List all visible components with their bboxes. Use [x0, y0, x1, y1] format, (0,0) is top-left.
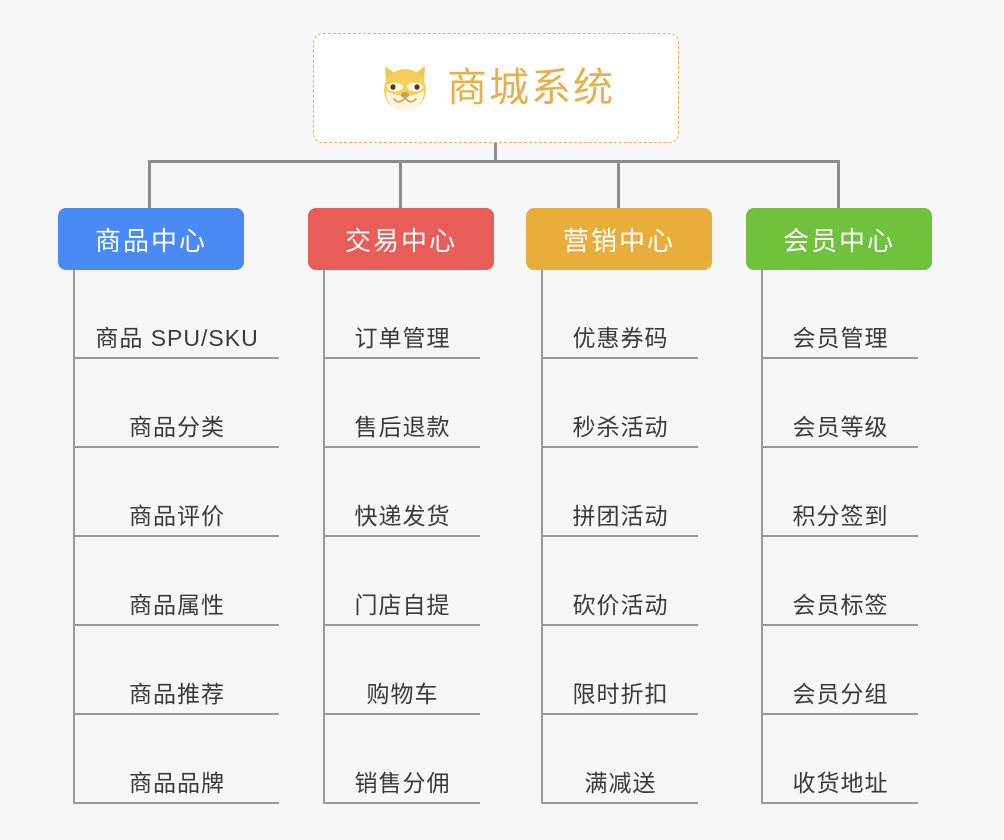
- branch-marketing-center: 营销中心 优惠券码 秒杀活动 拼团活动 砍价活动 限时折扣 满减送: [526, 208, 712, 804]
- list-item[interactable]: 购物车: [325, 626, 480, 715]
- branch-header-member-center[interactable]: 会员中心: [746, 208, 932, 270]
- list-item[interactable]: 会员等级: [763, 359, 918, 448]
- list-item-label: 销售分佣: [354, 769, 451, 796]
- branch-trade-center: 交易中心 订单管理 售后退款 快递发货 门店自提 购物车 销售分佣: [308, 208, 494, 804]
- list-item-label: 商品 SPU/SKU: [95, 324, 259, 351]
- list-item[interactable]: 满减送: [543, 715, 698, 804]
- list-item[interactable]: 快递发货: [325, 448, 480, 537]
- list-item[interactable]: 商品推荐: [75, 626, 279, 715]
- root-node-label: 商城系统: [447, 66, 615, 110]
- branch-member-center: 会员中心 会员管理 会员等级 积分签到 会员标签 会员分组 收货地址: [746, 208, 932, 804]
- branch-items-member-center: 会员管理 会员等级 积分签到 会员标签 会员分组 收货地址: [761, 270, 918, 804]
- connector-horizontal-bus: [148, 160, 840, 163]
- list-item[interactable]: 商品评价: [75, 448, 279, 537]
- list-item-label: 秒杀活动: [572, 413, 669, 440]
- list-item[interactable]: 拼团活动: [543, 448, 698, 537]
- list-item-label: 购物车: [366, 680, 439, 707]
- list-item-label: 会员标签: [792, 591, 889, 618]
- list-item[interactable]: 订单管理: [325, 270, 480, 359]
- root-node-shop-system[interactable]: 商城系统: [313, 33, 679, 143]
- branch-product-center: 商品中心 商品 SPU/SKU 商品分类 商品评价 商品属性 商品推荐 商品品牌: [58, 208, 279, 804]
- connector-drop-trade-center: [399, 160, 402, 208]
- list-item[interactable]: 积分签到: [763, 448, 918, 537]
- list-item-label: 售后退款: [354, 413, 451, 440]
- shiba-dog-icon: [377, 60, 433, 116]
- list-item[interactable]: 门店自提: [325, 537, 480, 626]
- list-item-label: 商品属性: [129, 591, 225, 618]
- list-item-label: 积分签到: [792, 502, 889, 529]
- list-item[interactable]: 商品品牌: [75, 715, 279, 804]
- connector-root-stem: [494, 143, 497, 162]
- list-item-label: 门店自提: [354, 591, 451, 618]
- list-item-label: 优惠券码: [572, 324, 669, 351]
- list-item-label: 满减送: [584, 769, 657, 796]
- list-item[interactable]: 收货地址: [763, 715, 918, 804]
- list-item-label: 商品品牌: [129, 769, 225, 796]
- branch-title-label: 营销中心: [562, 225, 675, 256]
- connector-drop-member-center: [837, 160, 840, 208]
- connector-drop-product-center: [148, 160, 151, 208]
- branch-header-product-center[interactable]: 商品中心: [58, 208, 244, 270]
- list-item-label: 商品分类: [129, 413, 225, 440]
- list-item[interactable]: 会员标签: [763, 537, 918, 626]
- list-item-label: 拼团活动: [572, 502, 669, 529]
- list-item-label: 商品评价: [129, 502, 225, 529]
- list-item[interactable]: 限时折扣: [543, 626, 698, 715]
- branch-items-marketing-center: 优惠券码 秒杀活动 拼团活动 砍价活动 限时折扣 满减送: [541, 270, 698, 804]
- list-item-label: 会员管理: [792, 324, 889, 351]
- list-item[interactable]: 会员分组: [763, 626, 918, 715]
- list-item[interactable]: 售后退款: [325, 359, 480, 448]
- branch-items-product-center: 商品 SPU/SKU 商品分类 商品评价 商品属性 商品推荐 商品品牌: [73, 270, 279, 804]
- list-item[interactable]: 秒杀活动: [543, 359, 698, 448]
- list-item-label: 砍价活动: [572, 591, 669, 618]
- list-item-label: 订单管理: [354, 324, 451, 351]
- list-item-label: 限时折扣: [572, 680, 669, 707]
- list-item-label: 快递发货: [354, 502, 451, 529]
- list-item[interactable]: 商品 SPU/SKU: [75, 270, 279, 359]
- list-item[interactable]: 销售分佣: [325, 715, 480, 804]
- list-item-label: 商品推荐: [129, 680, 225, 707]
- list-item-label: 会员等级: [792, 413, 889, 440]
- list-item[interactable]: 砍价活动: [543, 537, 698, 626]
- branch-title-label: 会员中心: [782, 225, 895, 256]
- list-item[interactable]: 优惠券码: [543, 270, 698, 359]
- list-item[interactable]: 商品分类: [75, 359, 279, 448]
- branch-title-label: 交易中心: [344, 225, 457, 256]
- list-item-label: 会员分组: [792, 680, 889, 707]
- branch-title-label: 商品中心: [94, 225, 207, 256]
- connector-drop-marketing-center: [617, 160, 620, 208]
- list-item[interactable]: 会员管理: [763, 270, 918, 359]
- list-item-label: 收货地址: [792, 769, 889, 796]
- branch-items-trade-center: 订单管理 售后退款 快递发货 门店自提 购物车 销售分佣: [323, 270, 480, 804]
- branch-header-trade-center[interactable]: 交易中心: [308, 208, 494, 270]
- list-item[interactable]: 商品属性: [75, 537, 279, 626]
- branch-header-marketing-center[interactable]: 营销中心: [526, 208, 712, 270]
